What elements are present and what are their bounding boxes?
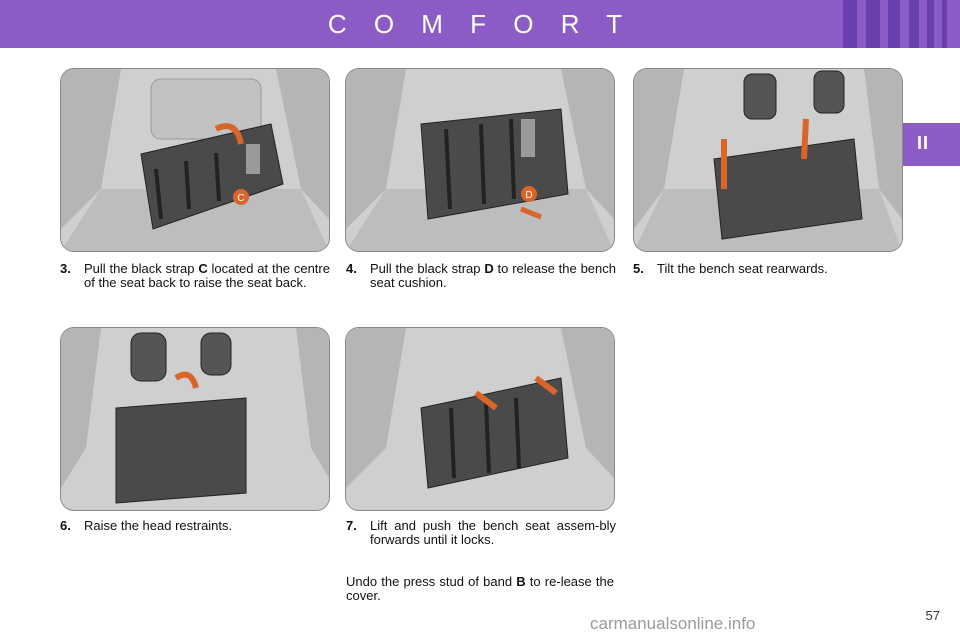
chapter-tab[interactable]: II: [903, 123, 960, 166]
page-title: C O M F O R T: [327, 9, 633, 39]
step-text: Lift and push the bench seat assem-bly f…: [370, 518, 616, 547]
strap-d-label: D: [525, 190, 532, 201]
step-text: Raise the head restraints.: [84, 518, 233, 533]
strap-marker: [233, 189, 249, 205]
header-stripe: [942, 0, 947, 48]
header-stripe: [909, 0, 919, 48]
illustration-step-6: [60, 327, 330, 511]
direction-arrow-icon: [801, 118, 809, 160]
header-stripe: [927, 0, 934, 48]
step-text: Pull the black strap D to release the be…: [370, 261, 616, 290]
step-number: 5.: [633, 261, 644, 276]
direction-arrow-icon: [174, 371, 199, 389]
step-number: 4.: [346, 261, 357, 276]
step-number: 6.: [60, 518, 71, 533]
illustration-step-5: [633, 68, 903, 252]
step-number: 3.: [60, 261, 71, 276]
step-text: Tilt the bench seat rearwards.: [657, 261, 828, 276]
illustration-step-7: [345, 327, 615, 511]
header-stripe: [888, 0, 900, 48]
step-5: 5. Tilt the bench seat rearwards.: [633, 262, 903, 276]
strap-c-label: C: [237, 193, 244, 204]
step-6: 6. Raise the head restraints.: [60, 519, 330, 533]
page-header: C O M F O R T: [0, 0, 960, 48]
header-stripe: [843, 0, 857, 48]
illustration-step-3: C: [60, 68, 330, 252]
chapter-tab-label: II: [916, 133, 929, 153]
step-7: 7. Lift and push the bench seat assem-bl…: [346, 519, 616, 547]
watermark: carmanualsonline.info: [590, 614, 756, 633]
direction-arrow-icon: [534, 375, 558, 396]
direction-arrow-icon: [520, 206, 542, 220]
step-4: 4. Pull the black strap D to release the…: [346, 262, 616, 290]
step-3: 3. Pull the black strap C located at the…: [60, 262, 330, 290]
step-number: 7.: [346, 518, 357, 533]
illustration-step-4: D: [345, 68, 615, 252]
cover-note: Undo the press stud of band B to re-leas…: [346, 574, 615, 603]
page-number: 57: [925, 608, 940, 623]
header-stripe: [866, 0, 880, 48]
step-text: Pull the black strap C located at the ce…: [84, 261, 330, 290]
direction-arrow-icon: [474, 390, 498, 411]
direction-arrow-icon: [214, 123, 244, 145]
strap-marker: [521, 186, 537, 202]
